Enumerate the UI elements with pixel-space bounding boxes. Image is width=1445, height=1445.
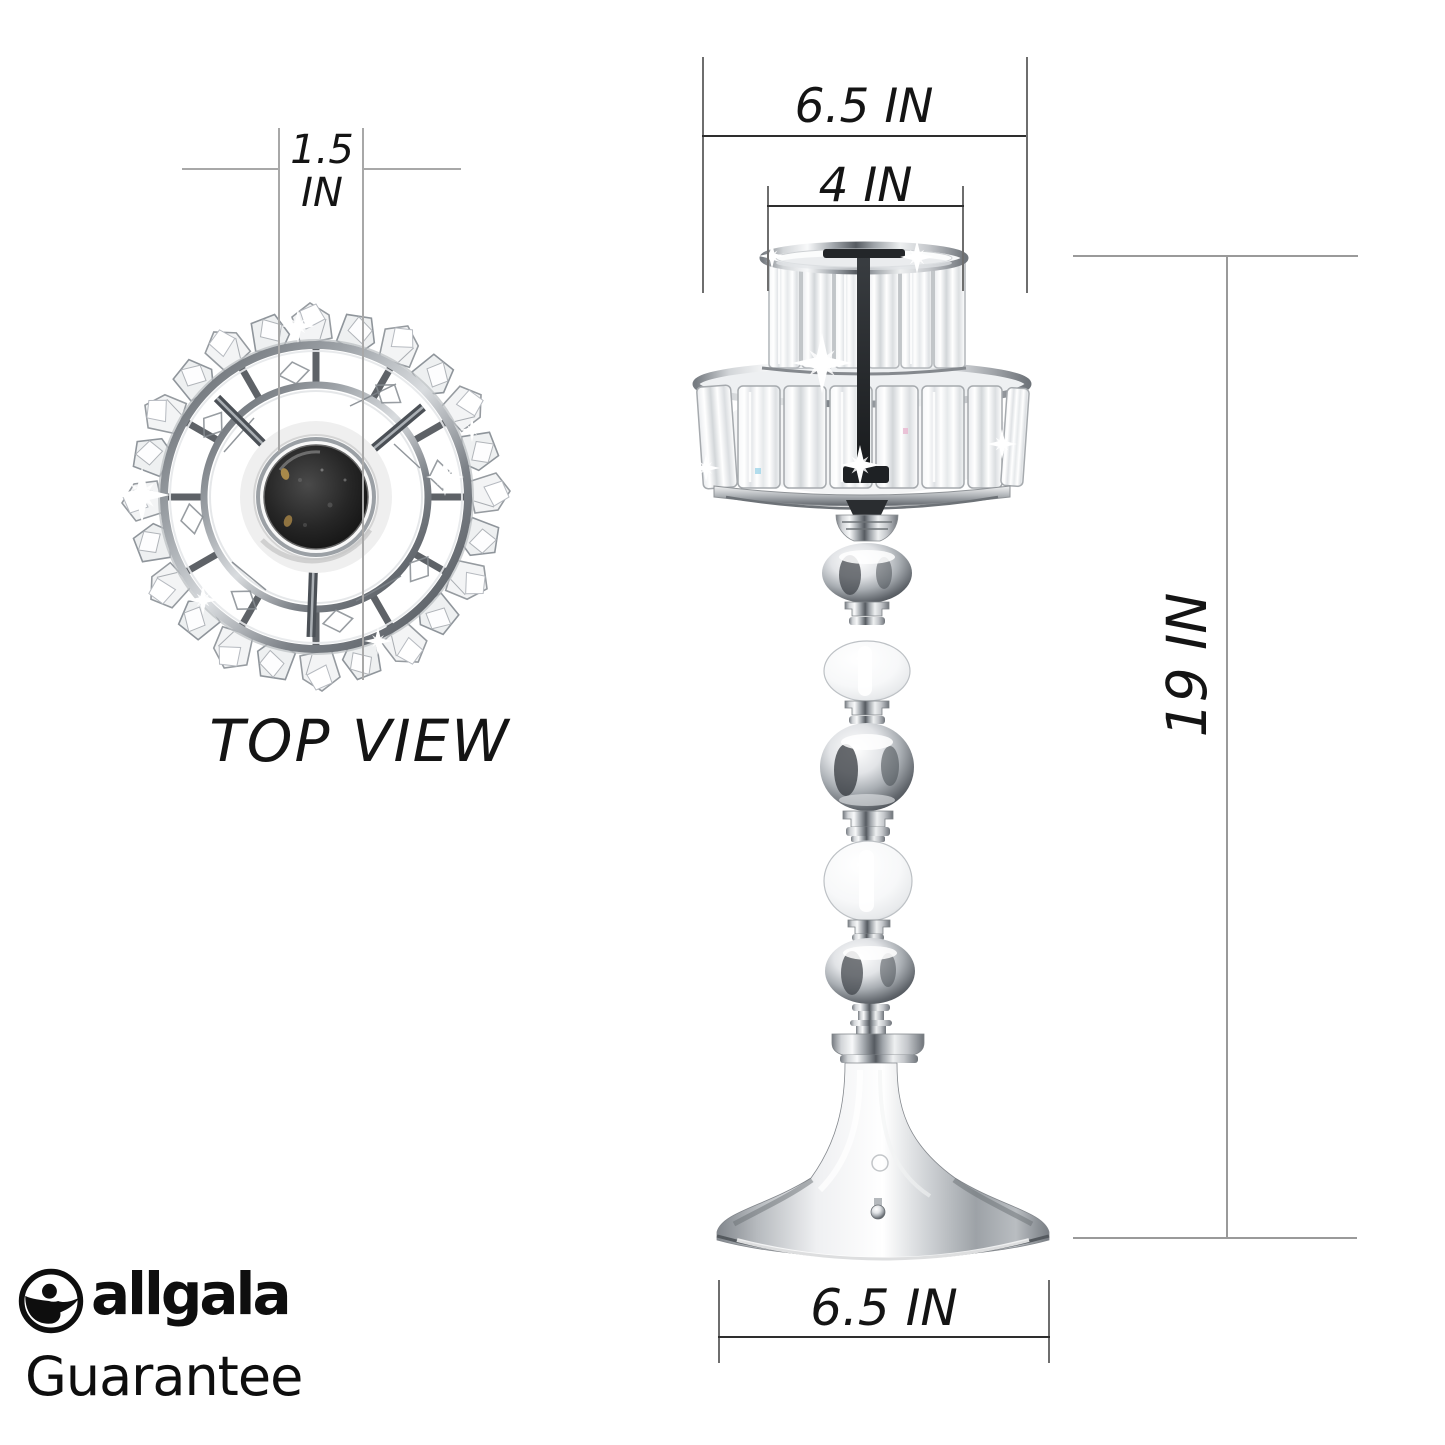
hub xyxy=(263,444,369,550)
crystal-head xyxy=(692,241,1032,510)
head-outer-width-dimension: 6.5 IN xyxy=(794,79,934,134)
topview-dim-extension-right xyxy=(362,128,364,680)
head-inner-dim-line xyxy=(767,205,964,207)
base xyxy=(716,1062,1050,1261)
top-view-photo xyxy=(114,302,511,692)
brand-tagline: Guarantee xyxy=(25,1345,303,1408)
allgala-person-circle-icon xyxy=(18,1268,84,1334)
head-inner-width-dimension: 4 IN xyxy=(818,158,913,213)
height-dimension: 19 IN xyxy=(1155,592,1219,738)
base-dim-tick-right xyxy=(1048,1280,1050,1363)
topview-width-dimension: 1.5 IN xyxy=(262,127,382,217)
head-inner-dim-tick-right xyxy=(962,186,964,291)
chrome-rings xyxy=(158,339,474,655)
height-dim-line xyxy=(1226,255,1228,1237)
side-view-photo xyxy=(692,240,1050,1261)
topview-dim-leader-right xyxy=(362,168,461,170)
topview-dim-leader-left xyxy=(182,168,278,170)
candle-socket xyxy=(240,421,392,573)
top-view-caption: TOP VIEW xyxy=(209,707,511,775)
dimension-unit: IN xyxy=(301,170,343,217)
stem xyxy=(820,500,925,1063)
topview-dim-extension-left xyxy=(278,128,280,452)
head-inner-dim-tick-left xyxy=(767,186,769,291)
head-dim-extension-right xyxy=(1026,57,1028,293)
brand-name: allgala xyxy=(91,1260,292,1328)
height-dim-leader-top xyxy=(1073,255,1358,257)
base-dim-line xyxy=(718,1336,1050,1338)
base-width-dimension: 6.5 IN xyxy=(810,1279,958,1337)
head-outer-dim-line xyxy=(702,135,1026,137)
dimension-value: 1.5 xyxy=(290,127,354,173)
head-dim-extension-left xyxy=(702,57,704,293)
height-dim-leader-bottom xyxy=(1073,1237,1357,1239)
base-dim-tick-left xyxy=(718,1280,720,1363)
